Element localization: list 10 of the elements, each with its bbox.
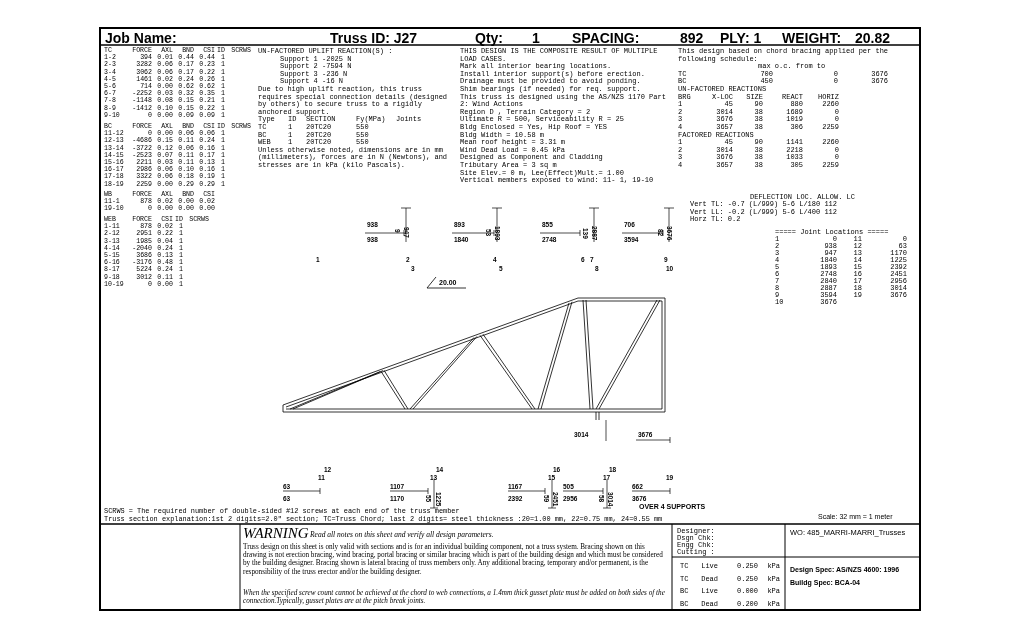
header-field: WEIGHT: — [782, 31, 842, 45]
header-field: Truss ID: J27 — [330, 31, 418, 45]
header-field: 20.82 — [855, 31, 891, 45]
warning-text: WARNING — [243, 526, 309, 541]
header-field: Qty: — [475, 31, 503, 45]
header-field: Job Name: — [105, 31, 177, 45]
header-field: PLY: 1 — [720, 31, 762, 45]
header-field: 892 — [680, 31, 704, 45]
header-field: 1 — [532, 31, 540, 45]
header-field: SPACING: — [572, 31, 640, 45]
